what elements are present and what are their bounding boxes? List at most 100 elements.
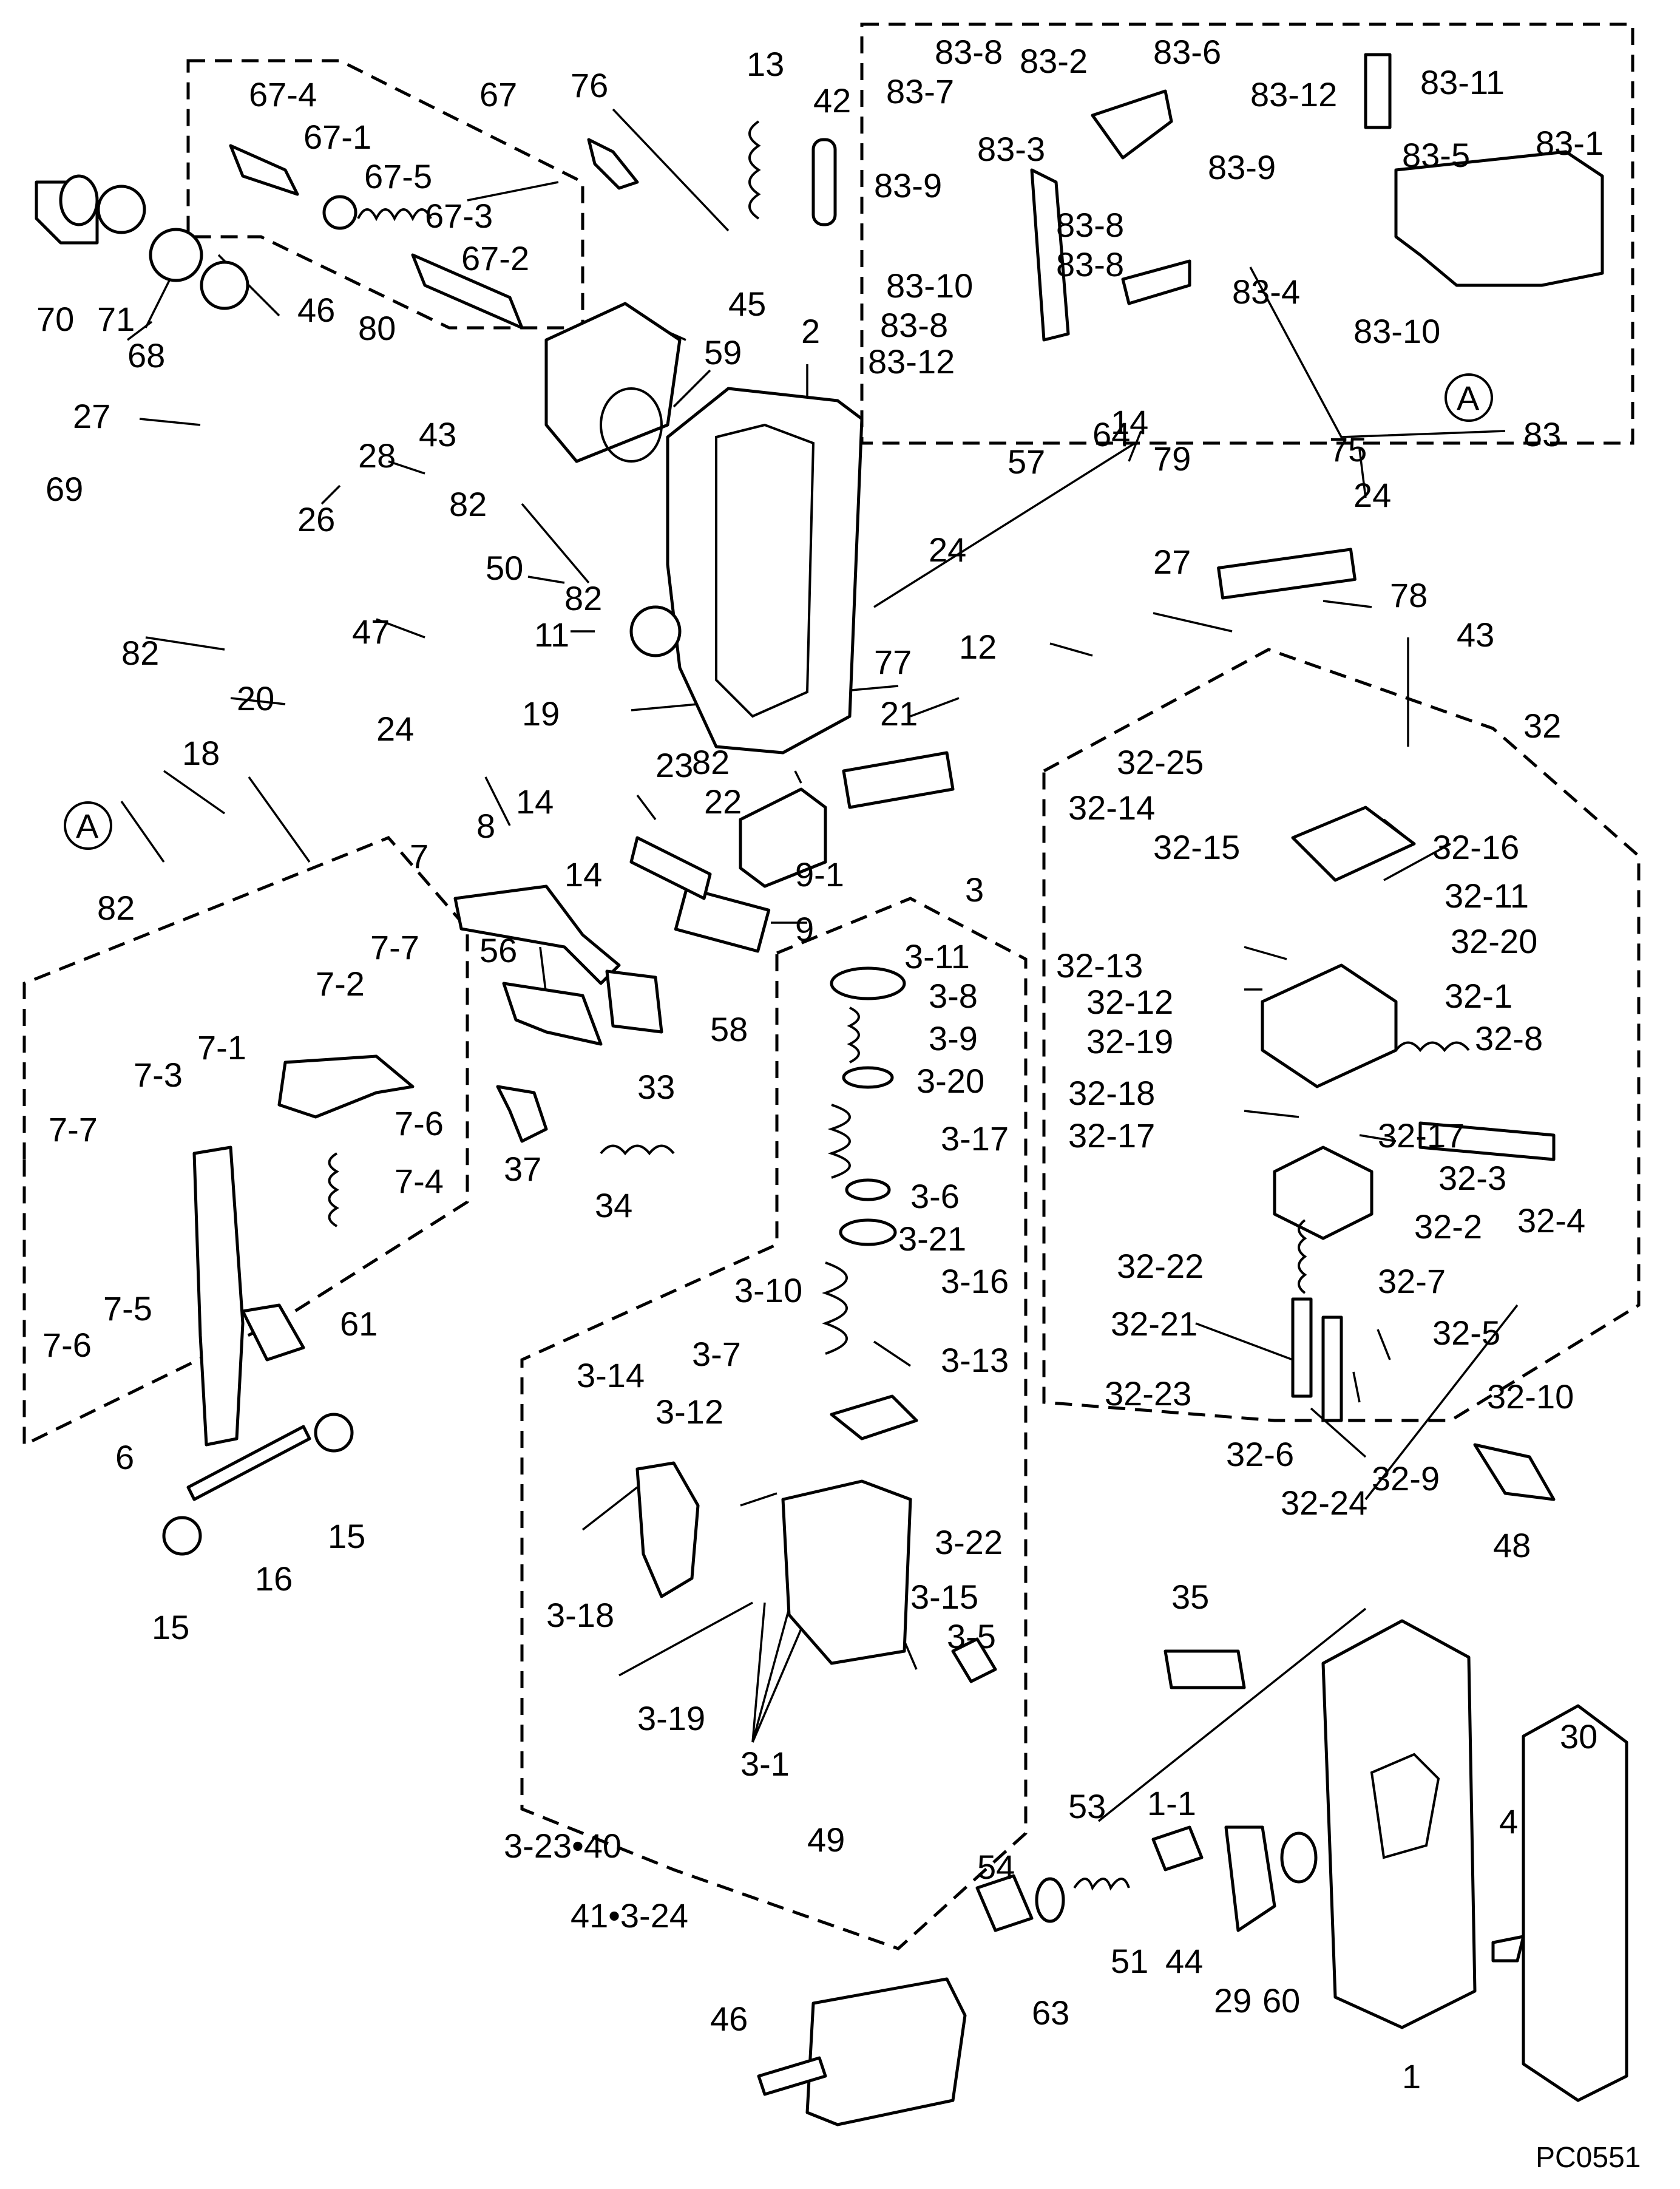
callout-43b: 43	[1457, 616, 1494, 654]
part-3-21-washer	[839, 1218, 897, 1246]
part-3-17-spring	[827, 1104, 851, 1179]
callout-57: 57	[1008, 443, 1045, 481]
callout-7-3: 7-3	[134, 1056, 183, 1094]
callout-83-12a: 83-12	[1250, 75, 1337, 114]
callout-83-9b: 83-9	[1208, 148, 1276, 186]
callout-46b: 46	[710, 2000, 748, 2038]
part-78-plate	[1217, 548, 1357, 600]
callout-32-4: 32-4	[1517, 1201, 1585, 1240]
callout-2: 2	[801, 312, 820, 350]
callout-15b: 15	[152, 1608, 189, 1646]
part-7-4-spring	[328, 1152, 339, 1227]
callout-35: 35	[1171, 1578, 1209, 1616]
callout-42: 42	[813, 81, 851, 120]
part-3-6-cup	[845, 1178, 891, 1201]
callout-47: 47	[352, 613, 390, 651]
callout-83-9a: 83-9	[874, 166, 942, 205]
callout-79: 79	[1153, 439, 1191, 478]
callout-6: 6	[115, 1438, 134, 1476]
callout-14b: 14	[564, 855, 602, 894]
callout-29: 29	[1214, 1981, 1252, 2020]
callout-61: 61	[340, 1305, 378, 1343]
callout-32-9: 32-9	[1372, 1459, 1440, 1498]
callout-32-21: 32-21	[1111, 1305, 1197, 1343]
callout-3-18: 3-18	[546, 1596, 614, 1634]
callout-32-20: 32-20	[1451, 922, 1537, 960]
callout-50: 50	[486, 549, 523, 587]
callout-20: 20	[237, 679, 274, 718]
callout-28: 28	[358, 436, 396, 475]
callout-32-12: 32-12	[1086, 983, 1173, 1021]
callout-7-4: 7-4	[395, 1162, 444, 1200]
callout-7-7a: 7-7	[370, 928, 419, 966]
callout-32-25: 32-25	[1117, 743, 1204, 781]
figure-code: PC0551	[1536, 2142, 1641, 2174]
part-3-16-spring	[822, 1261, 848, 1355]
callout-3-12: 3-12	[655, 1393, 723, 1431]
reference-marker-a-right: A	[1445, 373, 1493, 422]
part-32-1-housing	[1261, 963, 1398, 1088]
part-60-washer	[1280, 1831, 1318, 1884]
callout-32-8: 32-8	[1475, 1019, 1543, 1057]
callout-83-1: 83-1	[1536, 124, 1604, 162]
part-67-3-spring	[357, 208, 432, 222]
callout-19: 19	[522, 694, 560, 733]
part-1-1-plug	[1151, 1825, 1204, 1872]
callout-33: 33	[637, 1068, 675, 1106]
part-32-2-block	[1273, 1145, 1373, 1240]
callout-24a: 24	[376, 710, 414, 748]
callout-12: 12	[959, 628, 997, 666]
callout-45: 45	[728, 285, 766, 323]
callout-32-10: 32-10	[1487, 1377, 1574, 1416]
callout-16: 16	[255, 1559, 293, 1598]
callout-67-3: 67-3	[425, 197, 493, 235]
part-1-housing-bore	[1370, 1753, 1440, 1859]
callout-7-5: 7-5	[103, 1289, 152, 1328]
callout-9: 9	[795, 910, 814, 948]
callout-32-2: 32-2	[1414, 1207, 1482, 1246]
reference-marker-a-left: A	[64, 801, 112, 850]
part-70-bushing	[35, 174, 99, 245]
part-32-7-spring	[1298, 1219, 1307, 1294]
callout-75: 75	[1329, 430, 1367, 469]
callout-67-4: 67-4	[249, 75, 317, 114]
part-83-11-stud	[1364, 53, 1392, 129]
callout-37: 37	[504, 1150, 541, 1188]
callout-14a: 14	[516, 782, 554, 821]
part-4-key	[1491, 1935, 1525, 1963]
callout-32-23: 32-23	[1105, 1374, 1191, 1413]
part-37-bolt	[496, 1085, 548, 1143]
callout-32: 32	[1523, 707, 1561, 745]
callout-53: 53	[1068, 1787, 1106, 1825]
part-56-bracket	[502, 982, 603, 1046]
part-76-bolt	[587, 138, 639, 190]
parts	[35, 53, 1628, 2126]
callout-9-1: 9-1	[795, 855, 844, 894]
callout-69: 69	[46, 470, 83, 508]
callout-71: 71	[97, 300, 135, 338]
callout-3-1: 3-1	[740, 1745, 790, 1783]
callout-7: 7	[410, 837, 428, 875]
callout-67-5: 67-5	[364, 157, 432, 195]
part-13-spring	[748, 120, 761, 220]
part-3-8-seat	[830, 966, 906, 1000]
callout-4: 4	[1499, 1802, 1518, 1841]
part-3-1-housing	[781, 1479, 912, 1665]
part-83-1-cover	[1394, 150, 1604, 287]
callout-46a: 46	[297, 291, 335, 329]
part-83-3-link	[1030, 168, 1070, 342]
callout-11: 11	[534, 616, 569, 654]
callout-3: 3	[965, 871, 984, 909]
callout-32-15: 32-15	[1153, 828, 1240, 866]
callout-7-7b: 7-7	[49, 1110, 98, 1149]
callout-3-9: 3-9	[929, 1019, 978, 1057]
callout-3-13: 3-13	[941, 1341, 1009, 1379]
part-53-spring	[1073, 1878, 1130, 1891]
callout-67: 67	[479, 75, 517, 114]
part-67-2-pin	[411, 253, 524, 330]
callout-3-6: 3-6	[910, 1177, 960, 1215]
part-49-lever	[805, 1977, 967, 2126]
callout-60: 60	[1262, 1981, 1300, 2020]
callout-3-19: 3-19	[637, 1699, 705, 1737]
part-83-2-bracket	[1091, 89, 1173, 160]
